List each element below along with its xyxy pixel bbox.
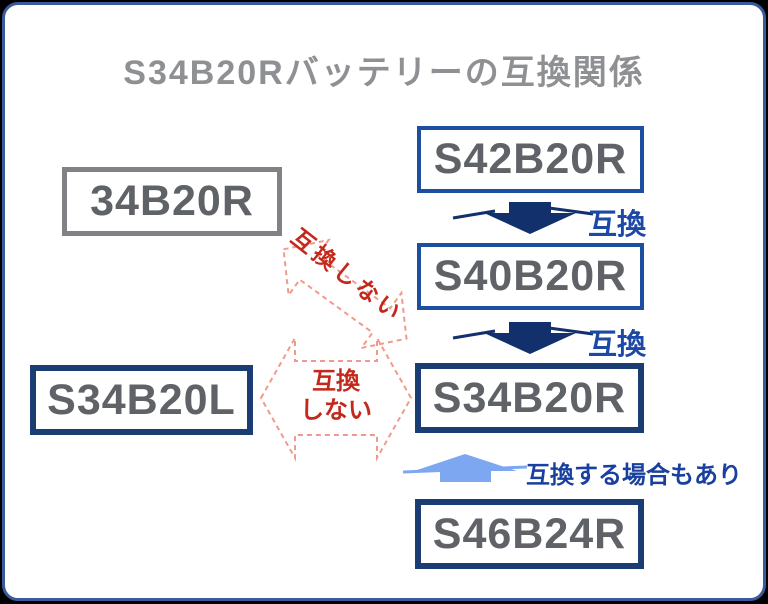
sometimes-compat-label: 互換する場合もあり xyxy=(526,462,742,489)
down-arrow-icon xyxy=(452,322,594,354)
battery-box-s40b20r: S40B20R xyxy=(417,243,644,310)
no-compat-horizontal-arrow-icon xyxy=(259,334,413,462)
no-compat-line-1: 互換 xyxy=(312,368,360,395)
battery-box-s42b20r: S42B20R xyxy=(417,126,644,193)
down-arrow-icon xyxy=(452,202,594,234)
battery-label: S40B20R xyxy=(433,252,628,300)
page-title: S34B20Rバッテリーの互換関係 xyxy=(123,54,645,92)
battery-box-s46b24r: S46B24R xyxy=(415,499,644,569)
battery-label: S46B24R xyxy=(432,509,627,558)
battery-box-s34b20r: S34B20R xyxy=(415,363,644,433)
battery-box-34b20r: 34B20R xyxy=(62,167,282,236)
battery-label: 34B20R xyxy=(90,177,254,225)
up-arrow-icon xyxy=(403,454,528,482)
compat-label-2: 互換 xyxy=(588,329,647,361)
battery-label: S34B20L xyxy=(47,375,236,424)
no-compat-horizontal-label: 互換 しない xyxy=(257,368,415,426)
battery-box-s34b20l: S34B20L xyxy=(30,365,253,435)
compat-label-1: 互換 xyxy=(588,209,647,241)
no-compat-line-2: しない xyxy=(300,396,372,424)
battery-label: S34B20R xyxy=(432,373,627,422)
no-compat-diagonal-arrow-icon xyxy=(282,238,408,350)
battery-label: S42B20R xyxy=(433,135,628,183)
